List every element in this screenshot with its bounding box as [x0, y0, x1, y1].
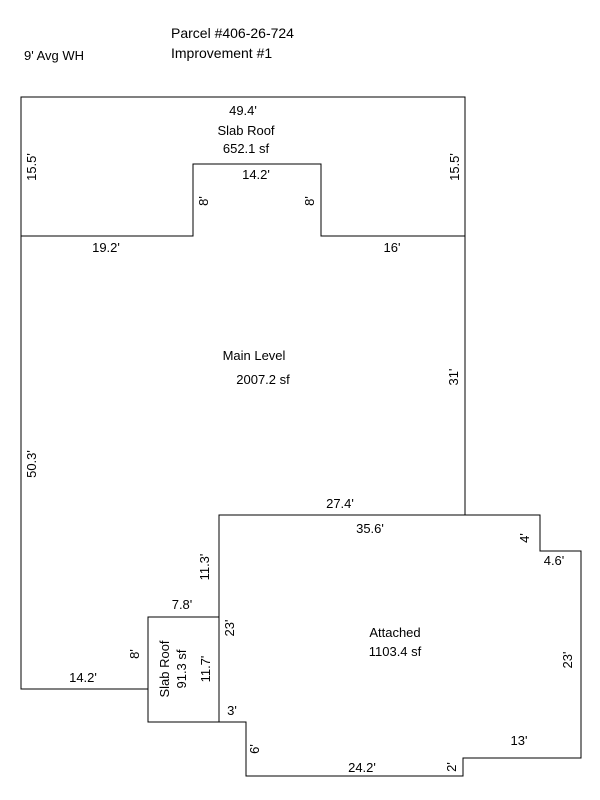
dim-small-left: 8'	[127, 649, 142, 659]
wall-height-note: 9' Avg WH	[24, 48, 84, 63]
parcel-number: Parcel #406-26-724	[171, 25, 294, 41]
dim-attached-bottom-left-step: 3'	[227, 703, 237, 718]
dim-attached-jog-horizontal: 4.6'	[544, 553, 565, 568]
dim-attached-bottom: 24.2'	[348, 760, 376, 775]
dim-notch-width: 14.2'	[242, 167, 270, 182]
improvement-number: Improvement #1	[171, 45, 272, 61]
slab-roof-top-name: Slab Roof	[217, 123, 274, 138]
dim-attached-left-upper: 11.3'	[197, 554, 212, 581]
dim-attached-step: 2'	[444, 762, 459, 772]
small-slab-roof-outline	[147, 616, 220, 723]
dim-attached-bottom-left-side: 6'	[247, 744, 262, 754]
dim-attached-bottom-right: 13'	[511, 733, 528, 748]
dim-attached-jog-vertical: 4'	[517, 533, 532, 543]
dim-attached-top: 35.6'	[356, 521, 384, 536]
dim-top-right-side: 15.5'	[447, 153, 462, 181]
main-building-outline	[20, 96, 466, 690]
dim-seg-right: 16'	[384, 240, 401, 255]
attached-area: 1103.4 sf	[369, 644, 422, 659]
dim-seg-left: 19.2'	[92, 240, 120, 255]
dim-notch-left-depth: 8'	[196, 196, 211, 206]
dim-top-width: 49.4'	[229, 103, 257, 118]
dim-main-bottom-left: 14.2'	[69, 670, 97, 685]
main-level-name: Main Level	[223, 348, 286, 363]
dim-main-right-side: 31'	[446, 369, 461, 386]
slab-roof-small-name: Slab Roof	[157, 640, 172, 697]
main-level-area: 2007.2 sf	[236, 372, 290, 387]
slab-roof-small-area: 91.3 sf	[174, 649, 189, 688]
dim-main-left-side: 50.3'	[24, 450, 39, 478]
dim-attached-right-side: 23'	[560, 652, 575, 669]
attached-outline	[218, 514, 582, 777]
dim-notch-right-depth: 8'	[302, 196, 317, 206]
dim-small-right: 11.7'	[198, 656, 213, 683]
slab-roof-top-area: 652.1 sf	[223, 141, 270, 156]
slab-roof-boundary	[21, 163, 465, 237]
dim-attached-left-lower: 23'	[222, 620, 237, 637]
attached-name: Attached	[369, 625, 420, 640]
dim-small-top: 7.8'	[172, 597, 193, 612]
dim-top-left-side: 15.5'	[24, 153, 39, 181]
dim-main-bottom-right: 27.4'	[326, 496, 354, 511]
